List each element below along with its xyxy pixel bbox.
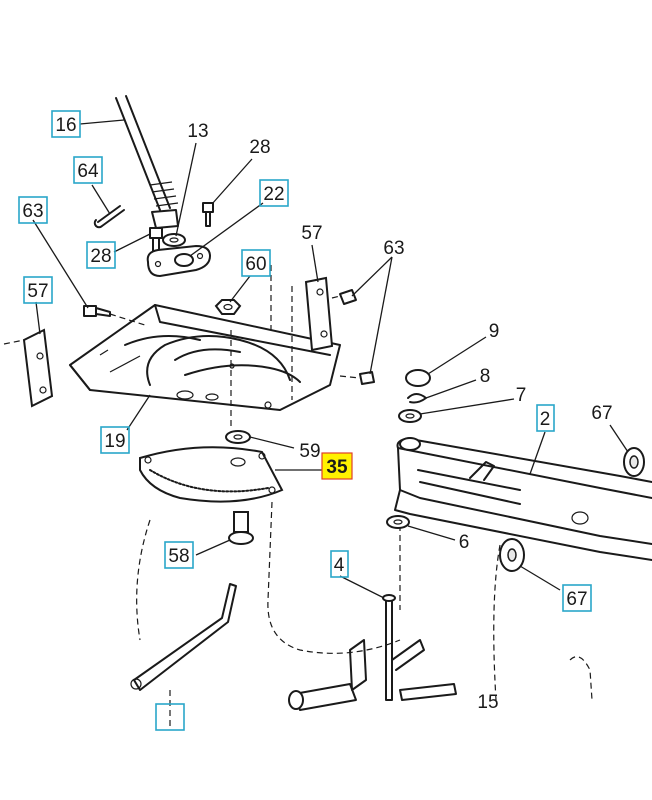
- callout-13: 13: [187, 121, 208, 142]
- spacer-plate-left: [3, 328, 54, 408]
- pinion-washer: [162, 233, 186, 247]
- bearing-flange: [146, 244, 212, 278]
- svg-text:59: 59: [299, 441, 320, 462]
- callout-4: 4: [330, 550, 349, 578]
- svg-text:13: 13: [187, 121, 208, 142]
- shoulder-bolt: [228, 511, 254, 545]
- callout-35-highlighted: 35: [321, 452, 353, 480]
- drag-link: [130, 583, 237, 691]
- svg-text:6: 6: [459, 532, 470, 553]
- svg-text:35: 35: [326, 457, 348, 478]
- bolt-bracket-left: [83, 305, 149, 327]
- wheel-hub-right: [623, 447, 645, 477]
- svg-text:28: 28: [90, 246, 111, 267]
- callout-16: 16: [51, 110, 81, 138]
- callout-59: 59: [299, 441, 320, 462]
- callout-6: 6: [459, 532, 470, 553]
- callout-2: 2: [536, 404, 555, 432]
- steering-spindle: [288, 594, 457, 711]
- svg-text:19: 19: [104, 431, 125, 452]
- lower-washer: [386, 515, 410, 529]
- bolt-left: [149, 227, 163, 253]
- spacer-plate-right: [291, 276, 334, 400]
- svg-text:4: 4: [334, 555, 345, 576]
- svg-text:57: 57: [301, 223, 322, 244]
- assembly-guide-lines: [136, 265, 593, 730]
- callout-7: 7: [516, 385, 527, 406]
- svg-text:8: 8: [480, 366, 491, 387]
- thrust-washer: [398, 409, 422, 423]
- bolt-bracket-right-upper: [331, 289, 357, 305]
- front-axle: [394, 437, 652, 561]
- callout-63-left: 63: [18, 196, 48, 224]
- svg-text:7: 7: [516, 385, 527, 406]
- hex-nut: [214, 299, 242, 315]
- svg-text:22: 22: [263, 184, 284, 205]
- svg-text:2: 2: [540, 409, 551, 430]
- steering-bracket: [69, 304, 341, 411]
- flat-washer: [225, 430, 251, 444]
- svg-text:60: 60: [245, 254, 266, 275]
- svg-text:9: 9: [489, 321, 500, 342]
- svg-text:16: 16: [55, 115, 76, 136]
- svg-text:67: 67: [591, 403, 612, 424]
- svg-text:58: 58: [168, 546, 189, 567]
- callout-57-right: 57: [301, 223, 322, 244]
- dust-cap: [405, 369, 431, 387]
- callout-67-top: 67: [591, 403, 612, 424]
- bolt-bracket-right-lower: [339, 371, 375, 385]
- callout-22: 22: [259, 179, 289, 207]
- callout-28-lower: 28: [86, 241, 116, 269]
- cotter-pin: [93, 205, 125, 229]
- wheel-hub-bottom: [499, 538, 525, 572]
- callout-9: 9: [489, 321, 500, 342]
- steering-shaft: [115, 95, 179, 229]
- callout-57-left: 57: [23, 276, 53, 304]
- callout-67-bottom: 67: [562, 584, 592, 612]
- callout-15: 15: [477, 692, 498, 713]
- callout-8: 8: [480, 366, 491, 387]
- sector-gear: [139, 446, 284, 503]
- svg-text:64: 64: [77, 161, 99, 182]
- svg-text:15: 15: [477, 692, 498, 713]
- callout-58: 58: [164, 541, 194, 569]
- svg-text:63: 63: [22, 201, 43, 222]
- bolt-upper: [202, 202, 214, 227]
- svg-text:67: 67: [566, 589, 587, 610]
- svg-text:63: 63: [383, 238, 404, 259]
- callout-60: 60: [241, 249, 271, 277]
- svg-text:28: 28: [249, 137, 270, 158]
- callout-28-upper: 28: [249, 137, 270, 158]
- callout-64: 64: [73, 156, 103, 184]
- svg-text:57: 57: [27, 281, 48, 302]
- retaining-clip: [407, 393, 427, 404]
- leader-lines: [32, 119, 629, 599]
- callout-partial-box: [155, 703, 185, 731]
- callout-19: 19: [100, 426, 130, 454]
- callout-63-right: 63: [383, 238, 404, 259]
